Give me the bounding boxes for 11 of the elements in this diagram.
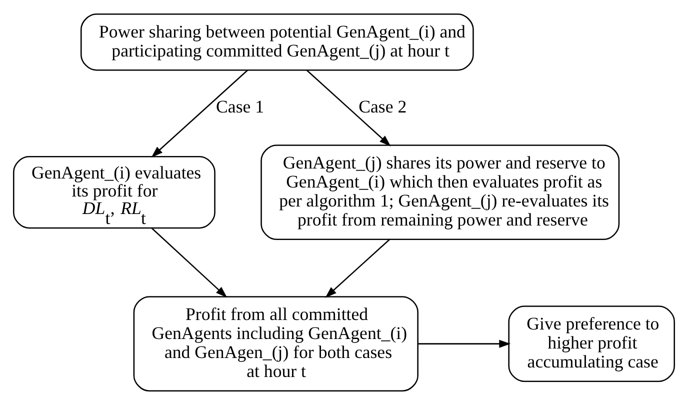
node-box: Profit from all committed GenAgents including GenAgent_(i) and GenAgen_(j) for both cases at hour t: [133, 296, 418, 392]
arrow: [151, 227, 228, 298]
arrow: [325, 238, 390, 298]
arrow: [151, 69, 248, 157]
node-box: GenAgent_(j) shares its power and reserve to GenAgent_(i) which then evaluates profit as per algorithm 1; GenAgent_(j) re-evaluates its profit from remaining power and reserve: [260, 144, 620, 240]
edge-label: Case 1: [216, 96, 264, 116]
arrow: [306, 69, 391, 146]
node-box: Give preference to higher profit accumulating case: [508, 305, 675, 382]
arrow: [418, 339, 511, 348]
node-box: Power sharing between potential GenAgent_(i) and participating committed GenAgent_(j) at hour t: [80, 12, 474, 70]
edge-label: Case 2: [358, 96, 407, 116]
